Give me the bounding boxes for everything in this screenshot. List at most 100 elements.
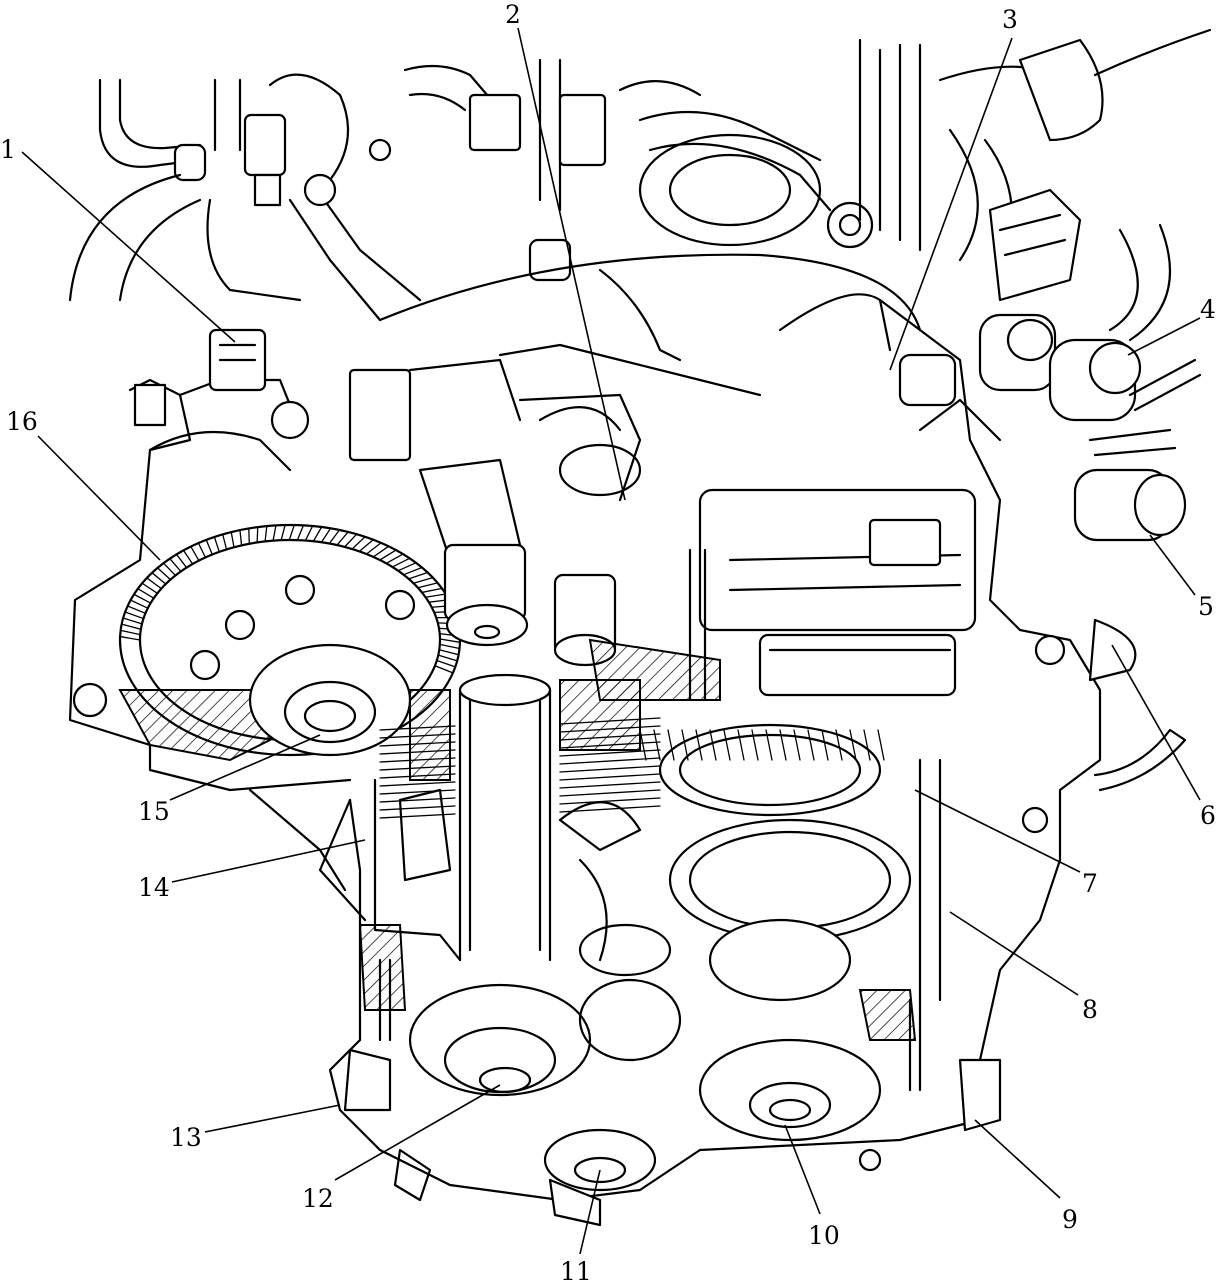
gear-tooth bbox=[169, 557, 182, 573]
gear-tooth bbox=[133, 593, 152, 604]
callout-3-label: 3 bbox=[1002, 5, 1018, 34]
gear-tooth bbox=[119, 635, 141, 641]
callout-3: 3 bbox=[889, 5, 1018, 371]
gear-tooth bbox=[849, 729, 857, 761]
callout-16-label: 16 bbox=[6, 407, 38, 436]
gear-tooth bbox=[639, 729, 647, 761]
clutch-plate bbox=[379, 757, 456, 763]
gear-tooth bbox=[653, 729, 661, 761]
gear-tooth bbox=[230, 531, 235, 548]
callout-16: 16 bbox=[6, 407, 161, 561]
callout-7: 7 bbox=[914, 789, 1098, 898]
engine-line-art bbox=[68, 28, 1212, 1227]
gear-tooth bbox=[197, 542, 207, 559]
gear-tooth bbox=[408, 571, 429, 580]
gear-tooth bbox=[439, 638, 461, 643]
clutch-plate bbox=[559, 789, 661, 797]
gear-tooth bbox=[417, 582, 439, 589]
clutch-plate bbox=[379, 765, 456, 771]
callout-15: 15 bbox=[138, 734, 321, 826]
callout-8: 8 bbox=[949, 911, 1098, 1024]
gear-tooth bbox=[412, 576, 434, 584]
callout-6-label: 6 bbox=[1200, 801, 1216, 830]
clutch-plate bbox=[379, 789, 456, 795]
clutch-plate bbox=[559, 749, 661, 757]
clutch-plate bbox=[379, 725, 456, 731]
gear-tooth bbox=[151, 572, 167, 585]
gear-tooth bbox=[328, 529, 341, 545]
clutch-plate bbox=[379, 773, 456, 779]
callout-11-label: 11 bbox=[560, 1257, 592, 1282]
clutch-plate bbox=[379, 797, 456, 803]
gear-tooth bbox=[385, 553, 404, 564]
gear-tooth bbox=[126, 605, 147, 614]
clutch-plate bbox=[379, 749, 456, 755]
transmission-housing bbox=[68, 293, 1187, 1227]
gear-tooth bbox=[175, 553, 188, 569]
callout-4-label: 4 bbox=[1200, 295, 1216, 324]
gear-tooth bbox=[437, 654, 458, 662]
gear-tooth bbox=[248, 527, 250, 545]
gear-tooth bbox=[723, 729, 731, 761]
gear-tooth bbox=[421, 587, 443, 594]
gear-tooth bbox=[256, 526, 259, 544]
clutch-plate bbox=[559, 741, 661, 749]
callout-9: 9 bbox=[974, 1119, 1078, 1234]
gear-tooth bbox=[213, 536, 220, 553]
gear-tooth bbox=[124, 611, 145, 620]
gear-tooth bbox=[156, 567, 172, 581]
upper-engine-bay bbox=[68, 28, 1212, 362]
gear-tooth bbox=[239, 529, 243, 547]
gear-tooth bbox=[222, 533, 228, 551]
callout-2-label: 2 bbox=[505, 0, 521, 29]
clutch-plate bbox=[559, 773, 661, 781]
gear-tooth bbox=[436, 659, 456, 668]
clutch-plate bbox=[559, 765, 661, 773]
gear-tooth bbox=[146, 577, 162, 590]
clutch-plate bbox=[559, 725, 661, 733]
clutch-plate bbox=[379, 781, 456, 787]
gear-tooth bbox=[190, 545, 200, 562]
gear-tooth bbox=[402, 566, 423, 576]
gear-tooth bbox=[137, 588, 155, 599]
gear-tooth bbox=[434, 665, 454, 674]
gear-tooth bbox=[141, 582, 159, 594]
callout-13-label: 13 bbox=[170, 1123, 202, 1152]
gear-tooth bbox=[379, 549, 397, 561]
gear-tooth bbox=[737, 729, 745, 761]
callout-2: 2 bbox=[505, 0, 626, 501]
gear-tooth bbox=[119, 629, 141, 636]
gear-tooth bbox=[439, 643, 461, 650]
gear-tooth bbox=[280, 524, 286, 541]
gear-tooth bbox=[122, 617, 143, 625]
gear-tooth bbox=[205, 539, 213, 556]
gear-tooth bbox=[709, 729, 717, 761]
gear-tooth bbox=[424, 593, 447, 598]
gear-tooth bbox=[821, 729, 829, 761]
callout-10-label: 10 bbox=[808, 1221, 840, 1250]
gear-tooth bbox=[667, 729, 675, 761]
central-cutaway bbox=[373, 393, 977, 1192]
gear-tooth bbox=[120, 623, 142, 630]
clutch-plate bbox=[379, 733, 456, 739]
gear-tooth bbox=[320, 527, 332, 543]
gear-tooth bbox=[336, 531, 349, 546]
clutch-plate bbox=[559, 781, 661, 789]
callout-9-label: 9 bbox=[1062, 1205, 1078, 1234]
callout-1: 1 bbox=[0, 135, 236, 343]
gear-tooth bbox=[264, 525, 268, 543]
gear-tooth bbox=[397, 562, 417, 572]
gear-tooth bbox=[182, 549, 194, 565]
solenoid-connectors bbox=[898, 188, 1202, 542]
callout-8-label: 8 bbox=[1082, 995, 1098, 1024]
clutch-plate bbox=[559, 717, 661, 725]
gear-tooth bbox=[304, 525, 314, 542]
gear-tooth bbox=[272, 524, 277, 542]
clutch-plate bbox=[379, 805, 456, 811]
callout-13: 13 bbox=[170, 1104, 341, 1152]
gear-tooth bbox=[695, 729, 703, 761]
callout-7-label: 7 bbox=[1082, 869, 1098, 898]
gear-tooth bbox=[863, 729, 871, 761]
clutch-plate bbox=[559, 805, 661, 813]
